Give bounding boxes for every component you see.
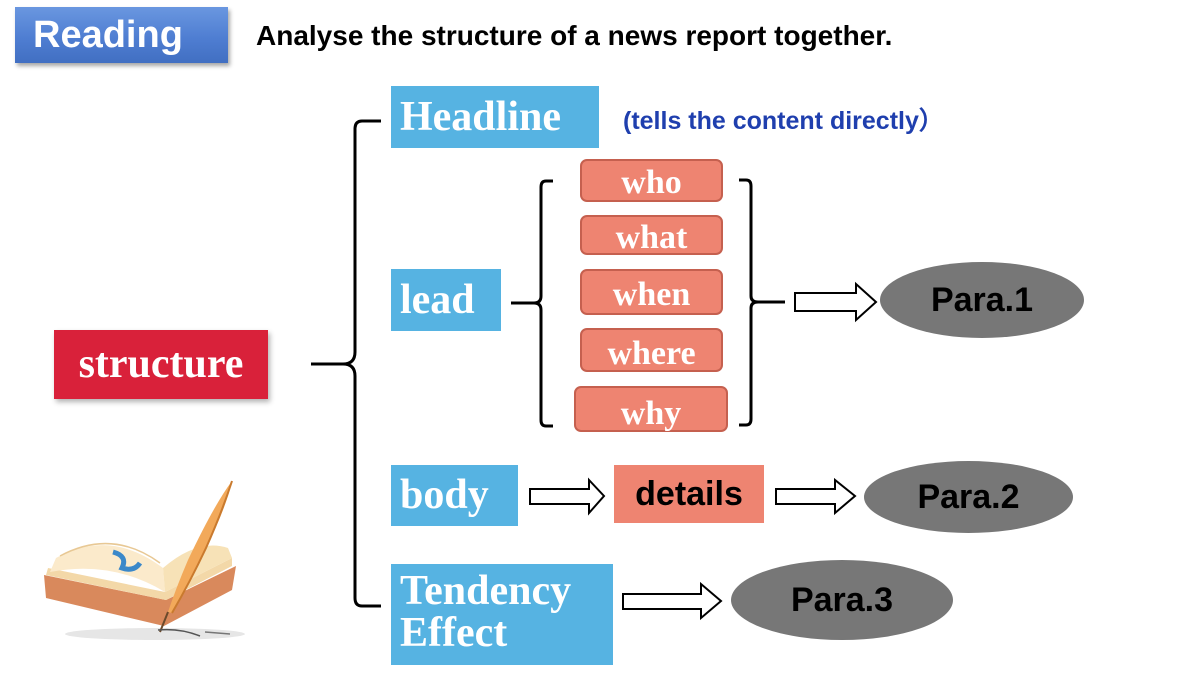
arrow-details-to-para2 (775, 477, 857, 516)
arrow-tendency-to-para3 (622, 581, 723, 621)
lead-item-when: when (580, 269, 723, 315)
tendency-line-2: Effect (400, 610, 508, 656)
section-lead: lead (391, 269, 501, 331)
section-badge-reading: Reading (15, 7, 228, 63)
lead-left-brace (511, 179, 553, 428)
tendency-line-1: Tendency (400, 568, 572, 614)
body-details: details (614, 465, 764, 523)
book-and-quill-icon (44, 480, 245, 640)
lead-item-what: what (580, 215, 723, 256)
lead-item-why: why (574, 386, 728, 432)
para-3-ellipse: Para.3 (731, 560, 953, 640)
lead-item-where: where (580, 328, 723, 372)
lead-item-who: who (580, 159, 723, 202)
arrow-lead-to-para1 (794, 281, 878, 323)
slide-instruction: Analyse the structure of a news report t… (256, 20, 893, 51)
para-1-ellipse: Para.1 (880, 262, 1084, 338)
section-tendency-effect: Tendency Effect (391, 564, 613, 665)
main-brace (311, 119, 381, 608)
headline-note: (tells the content directly） (623, 107, 944, 135)
lead-right-bracket (739, 178, 785, 427)
section-body: body (391, 465, 518, 526)
section-headline: Headline (391, 86, 599, 148)
para-2-ellipse: Para.2 (864, 461, 1073, 533)
root-structure: structure (54, 330, 268, 399)
arrow-body-to-details (529, 477, 606, 516)
